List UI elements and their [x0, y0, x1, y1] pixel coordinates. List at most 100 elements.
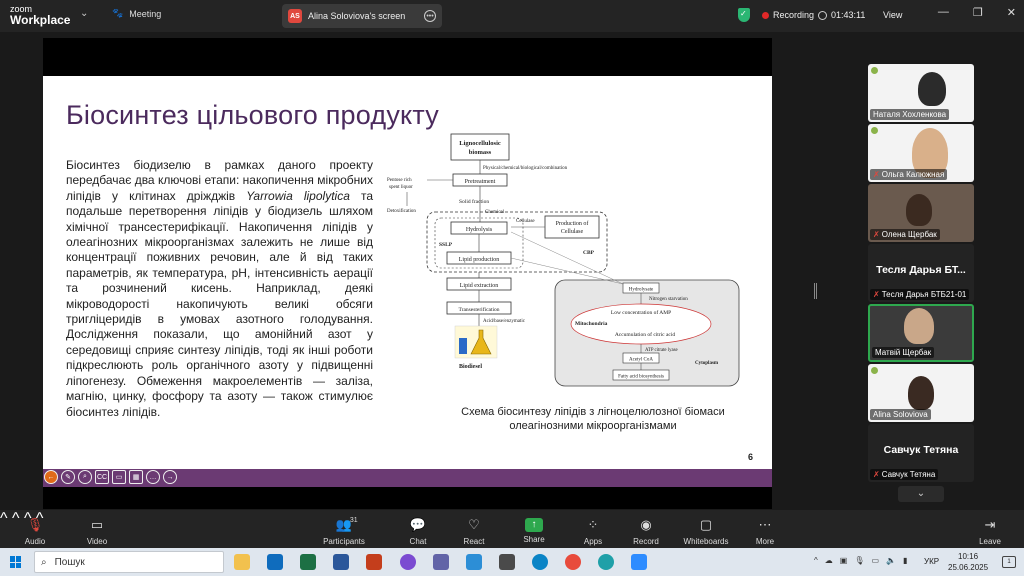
- leave-button[interactable]: ⇥ Leave: [955, 516, 1024, 546]
- slides-icon[interactable]: ▦: [129, 470, 143, 484]
- audio-options-caret-icon[interactable]: ^: [0, 510, 8, 527]
- react-options-caret-icon[interactable]: ^: [35, 510, 44, 527]
- windows-start-icon[interactable]: [10, 556, 22, 568]
- taskbar-search-input[interactable]: ⌕ Пошук: [34, 551, 224, 573]
- notifications-icon[interactable]: 1: [1002, 556, 1016, 568]
- participant-name-label: Матвій Щербак: [872, 347, 935, 358]
- participant-tile[interactable]: Савчук Тетяна ✗Савчук Тетяна: [868, 424, 974, 482]
- logo-line1: zoom: [10, 4, 33, 14]
- participant-name: Ольга Калюжная: [881, 170, 945, 179]
- participant-tile[interactable]: ✗Олена Щербак: [868, 184, 974, 242]
- lbl-acetyl-coa: Acetyl CoA: [629, 358, 653, 363]
- minimize-icon[interactable]: —: [937, 6, 949, 18]
- view-button[interactable]: View: [883, 10, 902, 20]
- participant-tile[interactable]: Тесля Дарья БТ... ✗Тесля Дарья БТБ21-01: [868, 244, 974, 302]
- more-icon[interactable]: …: [146, 470, 160, 484]
- participant-big-name: Тесля Дарья БТ...: [876, 264, 966, 276]
- react-button[interactable]: ♡ React: [439, 516, 509, 546]
- more-options-icon[interactable]: •••: [424, 10, 436, 22]
- network-icon[interactable]: ▭: [871, 556, 880, 565]
- gallery-scroll-down-button[interactable]: ⌄: [898, 486, 944, 502]
- chat-icon: 💬: [409, 517, 427, 532]
- audio-button[interactable]: 🎙 Audio: [0, 516, 70, 546]
- participants-button[interactable]: 👥31 Participants: [309, 516, 379, 546]
- participant-tile[interactable]: Alina Soloviova: [868, 364, 974, 422]
- lbl-lignocellulosic: Lignocellulosic: [459, 140, 501, 147]
- microphone-icon[interactable]: 🎙: [854, 556, 865, 565]
- lbl-acid-base: Acid/base/enzymatic: [483, 319, 526, 324]
- body-part2: та подальше перетворення ліпідів у біоди…: [66, 188, 374, 419]
- cloud-icon[interactable]: ☁: [824, 556, 833, 565]
- lbl-lipid-extraction: Lipid extraction: [460, 283, 499, 289]
- chevron-down-icon[interactable]: ⌄: [80, 8, 89, 19]
- chrome-icon[interactable]: [565, 554, 581, 570]
- zoom-app-icon[interactable]: [631, 554, 647, 570]
- restore-icon[interactable]: ❐: [972, 7, 983, 19]
- participant-tile[interactable]: ✗Ольга Калюжная: [868, 124, 974, 182]
- participant-tile-speaking[interactable]: Матвій Щербак: [868, 304, 974, 362]
- meeting-menu[interactable]: 🐾 Meeting: [112, 8, 161, 19]
- search-placeholder: Пошук: [54, 556, 85, 568]
- lbl-biodiesel: Biodiesel: [459, 364, 482, 370]
- app-icon[interactable]: [400, 554, 416, 570]
- more-label: More: [755, 537, 775, 546]
- video-options-caret-icon[interactable]: ^: [11, 510, 20, 527]
- lbl-hydrolysis: Hydrolysis: [466, 227, 493, 233]
- panel-resize-handle[interactable]: [814, 283, 817, 299]
- zoom-icon[interactable]: ⌕: [78, 470, 92, 484]
- participant-tile[interactable]: Наталя Хохленкова: [868, 64, 974, 122]
- record-button[interactable]: ◉ Record: [611, 516, 681, 546]
- app-icon[interactable]: [499, 554, 515, 570]
- file-explorer-icon[interactable]: [234, 554, 250, 570]
- taskbar-clock[interactable]: 10:16 25.06.2025: [948, 551, 988, 573]
- edge-icon[interactable]: [532, 554, 548, 570]
- slide-body-text: Біосинтез біодизелю в рамках даного прое…: [66, 158, 373, 420]
- university-logo-icon: [871, 127, 921, 134]
- view-label: View: [883, 10, 903, 20]
- participant-name: Савчук Тетяна: [881, 470, 936, 479]
- share-label: Share: [523, 535, 545, 544]
- participant-name-label: ✗Савчук Тетяна: [870, 469, 939, 480]
- battery-icon[interactable]: ▮: [903, 556, 908, 565]
- caption-line2: олеагінозними мікроорганізмами: [509, 420, 677, 432]
- outlook-icon[interactable]: [267, 554, 283, 570]
- timer-value: 01:43:11: [831, 10, 866, 20]
- share-screen-icon: ↑: [525, 518, 543, 532]
- previous-slide-icon[interactable]: ←: [44, 470, 58, 484]
- edge-alt-icon[interactable]: [598, 554, 614, 570]
- pen-icon[interactable]: ✎: [61, 470, 75, 484]
- participant-name: Матвій Щербак: [875, 348, 932, 357]
- volume-icon[interactable]: 🔈: [886, 556, 897, 565]
- close-icon[interactable]: ✕: [1006, 7, 1016, 19]
- chat-button[interactable]: 💬 Chat: [383, 516, 453, 546]
- subtitles-icon[interactable]: ▭: [112, 470, 126, 484]
- whiteboards-button[interactable]: ▢ Whiteboards: [671, 516, 741, 546]
- clock-time: 10:16: [958, 552, 979, 561]
- powerpoint-icon[interactable]: [366, 554, 382, 570]
- lbl-atp-lyase: ATP citrate lyase: [645, 348, 678, 353]
- diagram-caption: Схема біосинтезу ліпідів з лігноцелюлозн…: [443, 405, 743, 433]
- video-button[interactable]: ▭ Video: [62, 516, 132, 546]
- app-tray-icon[interactable]: ▣: [839, 556, 848, 565]
- participant-name: Тесля Дарья БТБ21-01: [881, 290, 967, 299]
- teams-icon[interactable]: [433, 554, 449, 570]
- word-icon[interactable]: [333, 554, 349, 570]
- excel-icon[interactable]: [300, 554, 316, 570]
- chevron-up-icon[interactable]: ^: [814, 556, 818, 565]
- store-icon[interactable]: [466, 554, 482, 570]
- keyboard-language[interactable]: УКР: [924, 557, 940, 566]
- leave-door-icon: ⇥: [984, 517, 996, 532]
- screen-share-tab[interactable]: AS Alina Soloviova's screen •••: [282, 4, 442, 28]
- security-shield-icon[interactable]: [738, 8, 750, 22]
- recording-indicator[interactable]: Recording: [762, 10, 814, 20]
- share-button[interactable]: ↑ Share: [499, 516, 569, 544]
- more-button[interactable]: ⋯ More: [730, 516, 800, 546]
- lbl-sslp: SSLP: [439, 242, 453, 248]
- next-slide-icon[interactable]: →: [163, 470, 177, 484]
- meeting-toolbar: 🎙 Audio ^ ▭ Video ^ 👥31 Participants 💬 C…: [0, 510, 1024, 548]
- captions-icon[interactable]: CC: [95, 470, 109, 484]
- zoom-logo[interactable]: zoom Workplace: [10, 4, 70, 26]
- chat-options-caret-icon[interactable]: ^: [23, 510, 32, 527]
- apps-button[interactable]: ⁘ Apps: [558, 516, 628, 546]
